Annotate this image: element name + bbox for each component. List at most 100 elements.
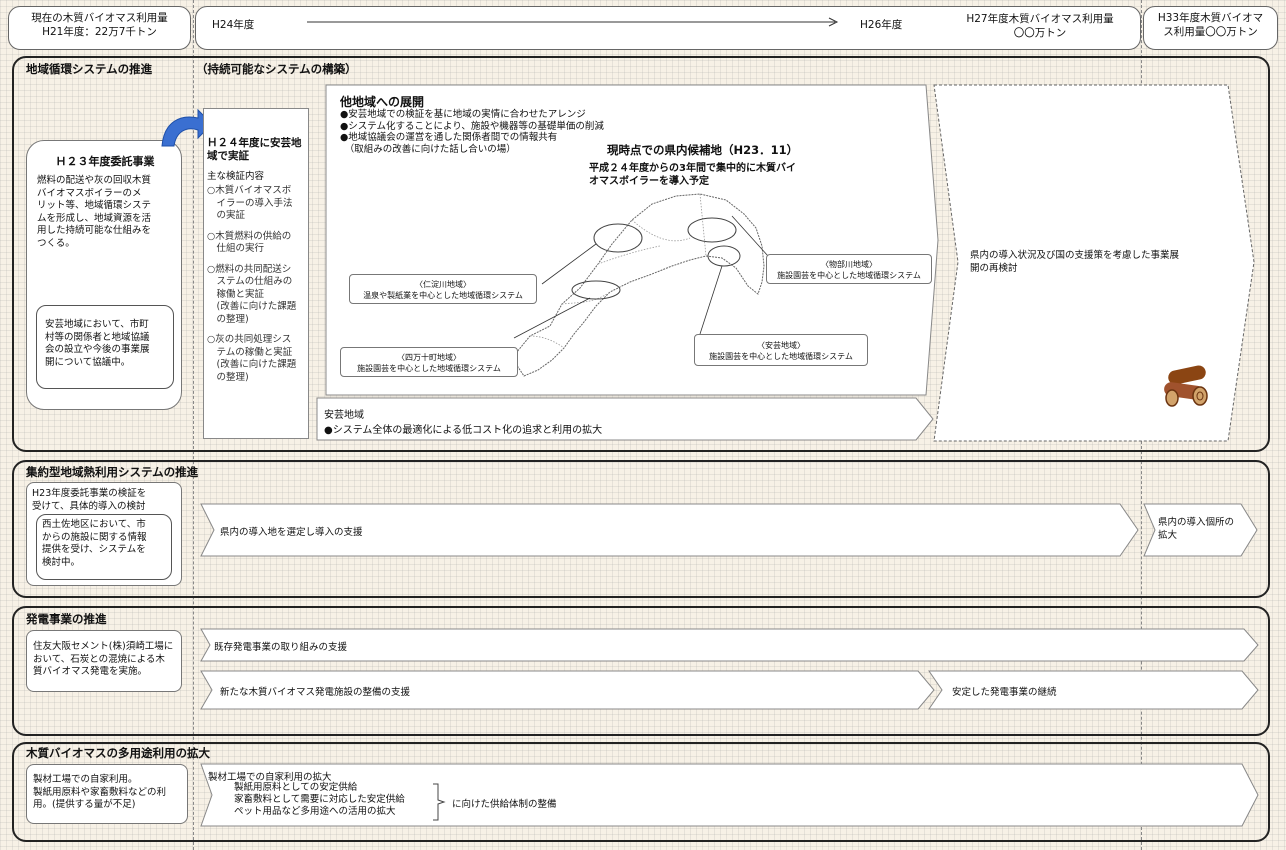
area-shimanto-name: 〈四万十町地域〉 — [397, 353, 461, 362]
aki-region-arrow-shape — [316, 397, 934, 441]
h24-item-gap — [207, 223, 296, 231]
candidates-sub-line: 平成２４年度からの3年間で集中的に木質バイ — [589, 163, 796, 174]
section3-arrow2-label: 新たな木質バイオマス発電施設の整備の支援 — [220, 687, 411, 698]
section4-left-text: 製材工場での自家利用。 製紙用原料や家畜敷料などの利 用。(提供する量が不足) — [33, 774, 166, 812]
h23-title: Ｈ２３年度委託事業 — [55, 155, 155, 168]
section4-left-box: 製材工場での自家利用。 製紙用原料や家畜敷料などの利 用。(提供する量が不足) — [26, 764, 188, 824]
section4-arrow-item: 家畜敷料として需要に対応した安定供給 — [234, 794, 405, 805]
section2-title: 集約型地域熱利用システムの推進 — [26, 465, 199, 479]
header-h27: H27年度木質バイオマス利用量 〇〇万トン — [940, 12, 1140, 40]
section2-arrow1-label: 県内の導入地を選定し導入の支援 — [220, 527, 363, 538]
h23-body-line: ムを形成し、地域資源を活 — [37, 212, 152, 224]
section2-left-title-line: 受けて、具体的導入の検討 — [32, 500, 146, 512]
shimanto-leader — [513, 297, 591, 339]
h24-item-line: (改善に向けた課題 — [207, 359, 297, 370]
h23-note-bracket — [36, 305, 174, 389]
h24-item-line: ○燃料の共同配送シ — [207, 263, 292, 275]
section1-title: 地域循環システムの推進 — [26, 62, 153, 76]
section4-arrow-item: 製紙用原料としての安定供給 — [234, 782, 358, 793]
section2-note-line: からの施設に関する情報 — [42, 531, 147, 543]
section3-title: 発電事業の推進 — [26, 612, 107, 626]
expansion-title: 他地域への展開 — [340, 95, 425, 109]
section2-left-box: H23年度委託事業の検証を 受けて、具体的導入の検討 西土佐地区において、市 か… — [26, 482, 182, 586]
section2-note-line: 西土佐地区において、市 — [42, 519, 146, 530]
area-aki-name: 〈安芸地域〉 — [757, 341, 805, 350]
section2-note-bracket — [36, 514, 172, 580]
area-monobe-name: 〈物部川地域〉 — [821, 260, 877, 269]
section-regional-circulation — [12, 56, 1270, 452]
section2-note-line: 検討中。 — [42, 556, 81, 568]
section3-arrow3-label: 安定した発電事業の継続 — [952, 687, 1057, 698]
section2-arrow2-shape — [1143, 503, 1258, 557]
expansion-item: ●地域協議会の運営を通した関係者間での情報共有 — [340, 132, 558, 143]
section4-right-brace — [433, 783, 446, 821]
header-timeline — [195, 6, 1141, 50]
h24-item-line: の実証 — [207, 210, 246, 221]
section2-arrow2-label: 県内の導入個所の 拡大 — [1158, 517, 1234, 542]
area-niyodo-name: 〈仁淀川地域〉 — [415, 280, 471, 289]
section3-left-box: 住友大阪セメント(株)須崎工場に おいて、石炭との混焼による木 質バイオマス発電… — [26, 630, 182, 692]
h23-note-line: 村等の関係者と地域協議 — [45, 331, 150, 343]
candidates-title: 現時点での県内候補地（H23．11） — [607, 143, 799, 157]
h24-item-line: の整理) — [207, 371, 249, 383]
aki-leader — [699, 265, 723, 335]
shimanto-ellipse — [571, 280, 621, 300]
section2-arrow2-line: 県内の導入個所の — [1158, 517, 1235, 528]
kochi-outline — [511, 193, 765, 377]
header-h33: H33年度木質バイオマ ス利用量〇〇万トン — [1143, 6, 1278, 50]
h23-note: 安芸地域において、市町 村等の関係者と地域協議 会の設立や今後の事業展 開につい… — [45, 319, 150, 369]
h23-note-line: 会の設立や今後の事業展 — [45, 344, 150, 355]
section4-arrow-title: 製材工場での自家利用の拡大 — [208, 772, 332, 783]
area-aki-desc: 施設園芸を中心とした地域循環システム — [709, 352, 853, 361]
area-shimanto-desc: 施設園芸を中心とした地域循環システム — [357, 364, 501, 373]
area-shimanto-label: 〈四万十町地域〉 施設園芸を中心とした地域循環システム — [340, 347, 518, 377]
kochi-borders — [529, 193, 707, 349]
aki-region-goal: ●システム全体の最適化による低コスト化の追求と利用の拡大 — [324, 425, 603, 436]
section4-left-line: 製紙用原料や家畜敷料などの利 — [33, 786, 167, 798]
header-h33-line1: H33年度木質バイオマ — [1157, 12, 1264, 24]
section2-left-title: H23年度委託事業の検証を 受けて、具体的導入の検討 — [32, 488, 146, 513]
aki-ellipse — [707, 245, 741, 267]
h23-body-line: バイオマスボイラーのメ — [37, 187, 142, 199]
section3-left-line: おいて、石炭との混焼による木 — [33, 653, 165, 665]
h24-subtitle: 主な検証内容 — [207, 171, 265, 182]
section3-arrow1-shape — [200, 628, 1259, 662]
section4-title: 木質バイオマスの多用途利用の拡大 — [26, 746, 210, 760]
h24-item-line: 稼働と実証 — [207, 288, 265, 300]
niyodo-ellipse — [593, 223, 643, 253]
section3-left-line: 住友大阪セメント(株)須崎工場に — [33, 641, 174, 652]
h24-aki-demo-box: Ｈ２４年度に安芸地 域で実証 主な検証内容 ○木質バイオマスボ イラーの導入手法… — [203, 108, 309, 439]
h24-title: Ｈ２４年度に安芸地 域で実証 — [207, 137, 302, 163]
h24-item-line: (改善に向けた課題 — [207, 301, 297, 312]
section4-arrow-items: 製紙用原料としての安定供給 家畜敷料として需要に対応した安定供給 ペット用品など… — [234, 782, 405, 818]
monobe-ellipse — [687, 217, 737, 243]
kochi-prefecture-map — [511, 193, 769, 377]
area-monobe-desc: 施設園芸を中心とした地域循環システム — [777, 271, 921, 280]
h23-body-line: 燃料の配送や灰の回収木質 — [37, 175, 152, 186]
section3-left-line: 質バイオマス発電を実施。 — [33, 666, 148, 677]
section3-left-text: 住友大阪セメント(株)須崎工場に おいて、石炭との混焼による木 質バイオマス発電… — [33, 641, 173, 679]
header-h33-line2: ス利用量〇〇万トン — [1163, 26, 1258, 38]
h23-body-line: リット等、地域循環システ — [37, 200, 152, 211]
h24-item-gap — [207, 326, 296, 334]
section4-arrow-item: ペット用品など多用途への活用の拡大 — [234, 806, 396, 817]
header-h27-line1: H27年度木質バイオマス利用量 — [966, 13, 1114, 25]
section4-left-line: 用。(提供する量が不足) — [33, 799, 136, 810]
h24-item-line: ○灰の共同処理シス — [207, 334, 292, 345]
h23-note-line: 開について協議中。 — [45, 356, 131, 368]
h24-items: ○木質バイオマスボ イラーの導入手法 の実証 ○木質燃料の供給の 仕組の実行 ○… — [207, 185, 296, 384]
timeline-arrow — [307, 17, 839, 27]
expansion-item: （取組みの改善に向けた話し合いの場） — [340, 143, 516, 155]
review-text: 県内の導入状況及び国の支援策を考慮した事業展 開の再検討 — [970, 250, 1179, 275]
wood-logs-icon — [1164, 365, 1208, 407]
review-line: 開の再検討 — [970, 262, 1018, 274]
expansion-item: ●システム化することにより、施設や機器等の基礎単価の削減 — [340, 120, 604, 132]
section1-subtitle: （持続可能なシステムの構築） — [196, 62, 357, 76]
review-dashed-shape — [933, 84, 1255, 442]
h24-item-line: ○木質バイオマスボ — [207, 185, 292, 196]
h24-item-line: イラーの導入手法 — [207, 197, 293, 209]
area-monobe-label: 〈物部川地域〉 施設園芸を中心とした地域循環システム — [766, 254, 932, 284]
section2-left-title-line: H23年度委託事業の検証を — [32, 488, 147, 499]
section2-note-line: 提供を受け、システムを — [42, 544, 146, 555]
candidates-subtitle: 平成２４年度からの3年間で集中的に木質バイ オマスボイラーを導入予定 — [589, 162, 796, 188]
